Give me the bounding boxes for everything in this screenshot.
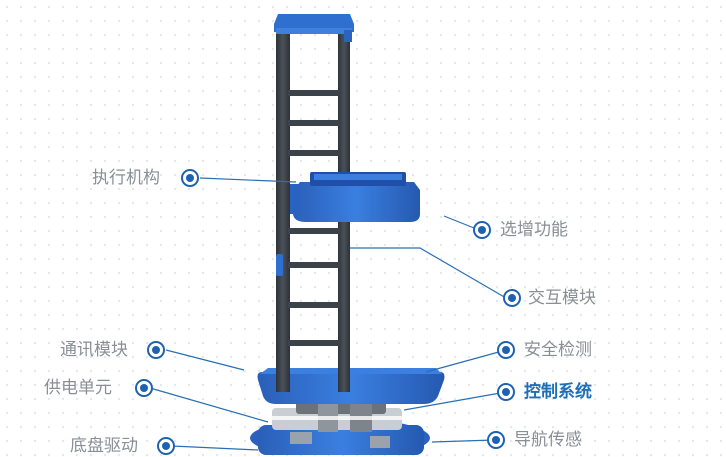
label-navigation-sensing: 导航传感 — [514, 430, 582, 450]
label-interaction-module: 交互模块 — [528, 288, 596, 308]
label-actuator: 执行机构 — [92, 168, 160, 188]
callout-line-navigation-sensing — [431, 439, 495, 443]
callout-line-actuator — [199, 177, 297, 183]
label-safety-detection: 安全检测 — [524, 340, 592, 360]
callout-line-optional-feature — [443, 215, 475, 229]
actuator-tray — [290, 172, 420, 222]
callout-line-power-unit — [149, 387, 269, 423]
callout-lines — [149, 177, 507, 451]
lower-tray — [257, 368, 445, 404]
callout-line-control-system — [403, 391, 507, 411]
label-optional-feature: 选增功能 — [500, 220, 568, 240]
label-control-system: 控制系统 — [524, 382, 592, 402]
callout-line-safety-detection — [425, 349, 507, 373]
label-power-unit: 供电单元 — [44, 378, 112, 398]
callout-line-interaction-module — [350, 247, 507, 299]
callout-markers — [135, 169, 521, 455]
callout-line-communication-module — [165, 349, 245, 371]
top-cap — [274, 14, 354, 42]
label-communication-module: 通讯模块 — [60, 340, 128, 360]
callout-line-chassis-drive — [171, 445, 259, 451]
label-chassis-drive: 底盘驱动 — [70, 436, 138, 456]
